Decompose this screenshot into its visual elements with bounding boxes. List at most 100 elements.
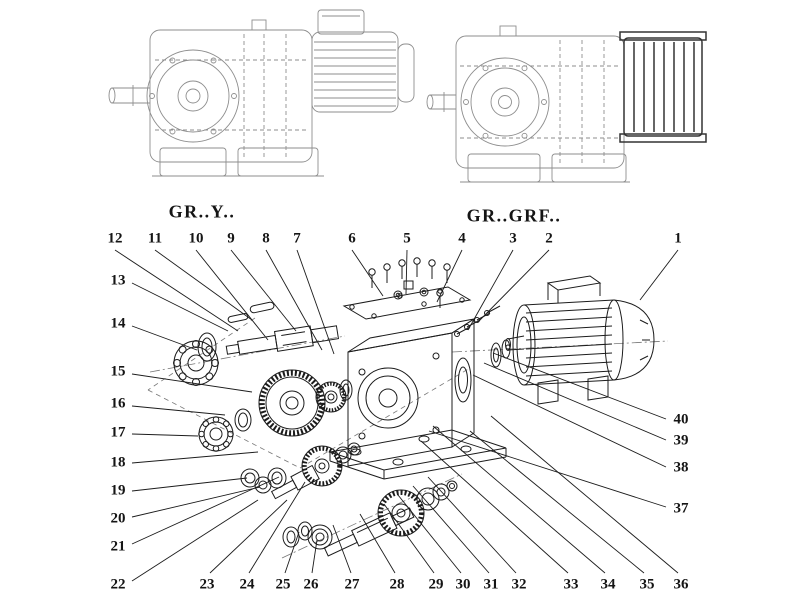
leader-line-34 <box>432 425 606 574</box>
leader-line-17 <box>131 433 199 437</box>
callout-30: 30 <box>455 576 471 593</box>
callout-13: 13 <box>110 272 126 289</box>
leader-line-35 <box>469 430 645 574</box>
callout-31: 31 <box>483 576 499 593</box>
callout-18: 18 <box>110 454 126 471</box>
callout-24: 24 <box>239 576 255 593</box>
callout-37: 37 <box>673 500 689 517</box>
leader-line-25 <box>284 531 300 574</box>
callout-32: 32 <box>511 576 527 593</box>
leader-line-15 <box>131 373 253 393</box>
input-shaft <box>225 325 340 355</box>
callout-1: 1 <box>674 230 682 247</box>
callout-7: 7 <box>293 230 301 247</box>
callout-22: 22 <box>110 576 126 593</box>
callout-38: 38 <box>673 459 689 476</box>
leader-line-7 <box>296 249 335 355</box>
callout-8: 8 <box>262 230 270 247</box>
leader-line-12 <box>114 249 239 332</box>
leader-line-32 <box>427 476 517 574</box>
leader-line-22 <box>131 499 259 582</box>
callout-3: 3 <box>509 230 517 247</box>
grf-flange-cover <box>619 31 707 143</box>
helical-gear-small <box>315 379 353 413</box>
callout-23: 23 <box>199 576 215 593</box>
callout-15: 15 <box>110 363 126 380</box>
callout-19: 19 <box>110 482 126 499</box>
variant-label-gr-grf: GR..GRF.. <box>466 205 562 226</box>
callout-27: 27 <box>344 576 360 593</box>
leader-line-40 <box>492 352 667 420</box>
callout-14: 14 <box>110 315 126 332</box>
leader-line-24 <box>248 481 306 574</box>
callout-26: 26 <box>303 576 319 593</box>
callout-5: 5 <box>403 230 411 247</box>
callout-28: 28 <box>389 576 405 593</box>
leader-line-39 <box>483 362 667 441</box>
callout-9: 9 <box>227 230 235 247</box>
leader-line-27 <box>332 524 352 574</box>
leader-line-23 <box>209 499 288 574</box>
leader-line-3 <box>467 249 514 331</box>
callout-40: 40 <box>673 411 689 428</box>
exploded-view <box>173 257 655 557</box>
helical-gear-large <box>258 369 326 437</box>
leader-line-18 <box>131 451 259 464</box>
callout-16: 16 <box>110 395 126 412</box>
callout-33: 33 <box>563 576 579 593</box>
leader-line-30 <box>397 494 462 574</box>
leader-line-19 <box>131 477 248 492</box>
leader-line-36 <box>490 415 679 574</box>
leader-line-8 <box>265 249 323 351</box>
leader-line-33 <box>420 440 569 574</box>
housing-base-plate <box>329 429 507 480</box>
leader-line-6 <box>351 249 384 297</box>
callout-21: 21 <box>110 538 126 555</box>
callout-20: 20 <box>110 510 126 527</box>
leader-line-26 <box>311 539 318 574</box>
leader-line-16 <box>131 405 226 416</box>
callout-2: 2 <box>545 230 553 247</box>
ball-bearing-lower <box>198 408 252 452</box>
cover-screws <box>368 257 451 308</box>
callout-34: 34 <box>600 576 616 593</box>
callout-11: 11 <box>147 230 163 247</box>
leader-line-11 <box>154 249 253 321</box>
ball-bearing-upper <box>173 340 219 386</box>
leader-line-28 <box>359 513 396 574</box>
callout-10: 10 <box>188 230 204 247</box>
leader-line-9 <box>230 249 297 332</box>
leader-line-29 <box>383 503 435 574</box>
callout-25: 25 <box>275 576 291 593</box>
leader-line-2 <box>477 249 550 323</box>
intermediate-pinion-cluster <box>240 442 361 500</box>
assembled-view-gr-y <box>108 9 415 177</box>
leader-line-14 <box>131 325 198 351</box>
leader-line-37 <box>428 430 667 508</box>
callout-4: 4 <box>458 230 466 247</box>
leader-line-5 <box>405 249 408 295</box>
leader-line-10 <box>195 249 269 341</box>
inspection-cover <box>342 286 472 320</box>
callout-39: 39 <box>673 432 689 449</box>
electric-motor <box>505 275 655 405</box>
gear-housing <box>347 318 475 467</box>
motor-bolts <box>454 305 501 337</box>
leader-line-1 <box>639 249 679 301</box>
output-shaft-assembly <box>282 480 458 557</box>
callout-29: 29 <box>428 576 444 593</box>
callout-6: 6 <box>348 230 356 247</box>
leader-line-38 <box>472 374 667 468</box>
shaft-keys <box>227 301 275 323</box>
leader-line-13 <box>131 282 229 332</box>
leader-line-4 <box>436 249 463 303</box>
callout-12: 12 <box>107 230 123 247</box>
leader-line-20 <box>131 486 261 518</box>
leader-line-21 <box>131 476 280 545</box>
callout-35: 35 <box>639 576 655 593</box>
callout-17: 17 <box>110 424 126 441</box>
callout-36: 36 <box>673 576 689 593</box>
